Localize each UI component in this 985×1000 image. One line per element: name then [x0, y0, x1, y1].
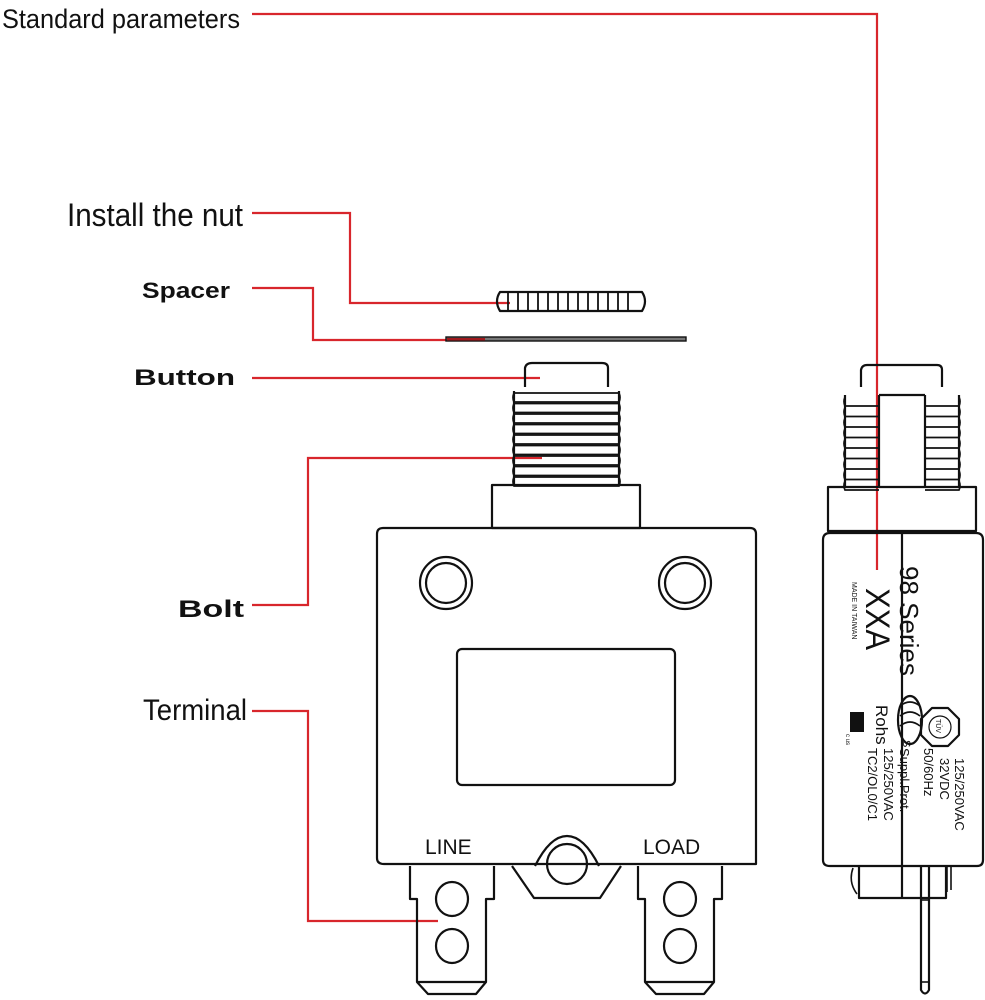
- thread-ridge: [843, 417, 879, 428]
- label-install-nut: Install the nut: [67, 197, 243, 233]
- label-window: [455, 647, 677, 787]
- thread-ridge: [512, 434, 621, 445]
- threaded-bolt: [512, 391, 621, 487]
- side-printed-label: 98 Series XXA MADE IN TAIWAN TÜV S Rohs …: [844, 566, 967, 831]
- nut-ridges: [507, 292, 629, 311]
- leader-install-nut: [252, 211, 510, 305]
- spacer: [445, 336, 687, 342]
- side-button-cap: [859, 363, 944, 387]
- label-button: Button: [134, 365, 235, 390]
- rating-1: 125/250VAC: [952, 758, 967, 831]
- thread-ridge: [843, 428, 879, 439]
- front-view: LINE LOAD: [375, 361, 758, 996]
- thread-ridge: [843, 480, 879, 491]
- ul-mark-icon: c us: [844, 712, 864, 745]
- tuv-mark-icon: TÜV: [919, 706, 961, 748]
- terminal-line: [408, 866, 496, 996]
- side-base: [857, 866, 948, 900]
- thread-ridge: [843, 470, 879, 481]
- thread-ridge: [512, 392, 621, 403]
- rohs-text: Rohs: [872, 705, 891, 745]
- line-label: LINE: [425, 836, 472, 859]
- thread-ridge: [925, 449, 961, 460]
- svg-text:TÜV: TÜV: [934, 719, 942, 733]
- rating-4: Suppl.Prot.: [897, 748, 912, 812]
- side-view: 98 Series XXA MADE IN TAIWAN TÜV S Rohs …: [821, 363, 985, 995]
- thread-ridge: [925, 438, 961, 449]
- breaker-body: [375, 526, 758, 866]
- button-cap: [523, 361, 610, 387]
- leader-standard-parameters: [252, 12, 879, 570]
- rating-6: TC2/OL0/C1: [865, 748, 880, 821]
- load-label: LOAD: [643, 836, 700, 859]
- thread-ridge: [925, 459, 961, 470]
- side-tab-curve: [850, 867, 858, 895]
- label-spacer: Spacer: [142, 278, 231, 303]
- thread-ridge: [512, 423, 621, 435]
- rating-2: 32VDC: [937, 758, 952, 800]
- side-collar: [826, 485, 978, 533]
- nut: [495, 290, 647, 313]
- thread-ridge: [843, 407, 879, 418]
- rating-3: 50/60Hz: [921, 748, 936, 796]
- side-terminal-pin: [919, 866, 931, 995]
- side-threaded-bolt: [843, 393, 961, 491]
- terminal-load: [636, 866, 724, 996]
- made-in-text: MADE IN TAIWAN: [850, 582, 857, 639]
- leader-bolt: [252, 456, 542, 607]
- center-boss: [511, 834, 622, 900]
- mounting-hole-right: [657, 555, 713, 611]
- leader-terminal: [252, 709, 438, 923]
- thread-ridge: [512, 413, 621, 424]
- thread-ridge: [925, 428, 961, 439]
- label-terminal: Terminal: [143, 694, 247, 727]
- thread-ridge: [925, 480, 961, 491]
- thread-ridge: [512, 465, 621, 477]
- collar: [490, 483, 642, 530]
- svg-text:c us: c us: [844, 734, 850, 745]
- svg-text:S: S: [900, 740, 912, 747]
- thread-ridge: [925, 396, 961, 407]
- thread-ridge: [925, 470, 961, 481]
- rating-5: 125/250VAC: [881, 748, 896, 821]
- thread-ridge: [512, 402, 621, 414]
- model-text: XXA: [858, 588, 896, 650]
- thread-ridge: [843, 459, 879, 470]
- thread-ridge: [843, 396, 879, 407]
- leader-spacer: [252, 286, 450, 342]
- ccc-mark-icon: S: [896, 694, 924, 747]
- thread-ridge: [925, 407, 961, 418]
- thread-ridge: [512, 444, 621, 456]
- series-text: 98 Series: [894, 566, 924, 676]
- label-bolt: Bolt: [178, 596, 244, 623]
- thread-ridge: [843, 449, 879, 460]
- thread-ridge: [843, 438, 879, 449]
- thread-ridge: [512, 455, 621, 466]
- side-tab-right: [946, 866, 952, 892]
- label-standard-parameters: Standard parameters: [2, 4, 240, 34]
- side-body: [821, 531, 985, 868]
- thread-ridge: [925, 417, 961, 428]
- mounting-hole-left: [418, 555, 474, 611]
